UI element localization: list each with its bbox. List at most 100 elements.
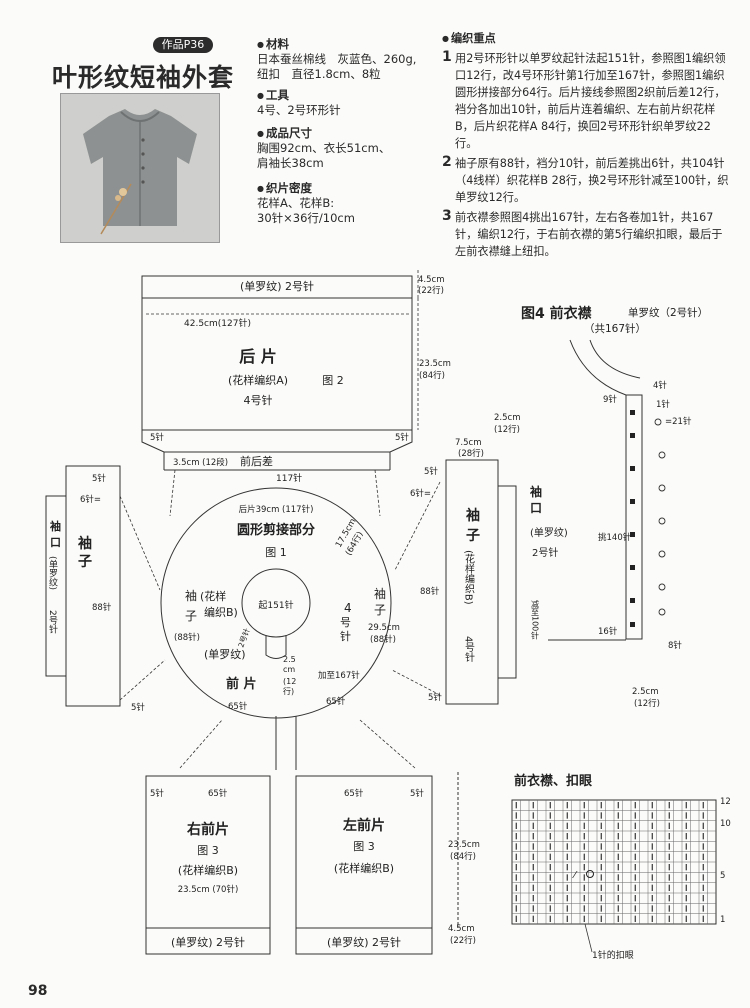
materials-section: 材料 日本蚕丝棉线 灰蓝色、260g, 纽扣 直径1.8cm、8粒 xyxy=(257,37,437,82)
dashed-connector xyxy=(169,469,176,517)
back-width-label: 42.5cm(127针) xyxy=(184,317,251,329)
right-front-fig: 图 3 xyxy=(197,844,219,857)
right-sleeve-w-cm: 7.5cm xyxy=(455,438,481,448)
buttonhole-mark xyxy=(630,433,635,438)
yoke-needle-zhen: 针 xyxy=(340,629,351,643)
cardigan-photo-illustration xyxy=(61,94,219,242)
yoke-sleeve-l2: 子 xyxy=(185,609,197,623)
yoke-r-st: (88针) xyxy=(370,634,396,645)
back-fig: 图 2 xyxy=(322,374,344,387)
yoke-front: 前 片 xyxy=(226,676,257,692)
fig4-st9: 9针 xyxy=(603,394,617,405)
right-sleeve-in-yoke-1: 袖 xyxy=(374,586,386,601)
key-point-item: 2 袖子原有88针，裆分10针，前后差挑出6针，共104针（4线样）织花样B 2… xyxy=(442,154,732,206)
right-cuff-needle: 2号针 xyxy=(532,546,558,559)
buttonhole-note: 1针的扣眼 xyxy=(592,949,634,961)
left-cuff-rib: (单罗纹) xyxy=(47,556,58,590)
key-point-text: 前衣襟参照图4挑出167针，左右各卷加1针，共167针，编织12行，于右前衣襟的… xyxy=(455,211,723,258)
st117-label: 117针 xyxy=(276,472,302,484)
button-icon xyxy=(658,451,666,459)
yoke-needle-4: 4 xyxy=(344,601,352,615)
right-front-st65: 65针 xyxy=(208,788,228,799)
diff-label: 前后差 xyxy=(240,454,273,468)
row-1-label: 1 xyxy=(720,915,725,925)
materials-line: 日本蚕丝棉线 灰蓝色、260g, xyxy=(257,52,417,66)
button-icon xyxy=(658,608,666,616)
left-sleeve-st88: 88针 xyxy=(92,602,112,613)
fig4-neck-curve xyxy=(569,339,627,396)
yoke-needle2: 2号针 xyxy=(235,626,251,648)
right-cuff-l1: 袖 xyxy=(530,484,542,499)
key-point-number: 1 xyxy=(442,49,452,65)
right-sleeve-dec: 减至100针 xyxy=(531,599,540,640)
neck-cm-unit: cm xyxy=(283,665,295,674)
yoke-sleeve-l1: 袖 xyxy=(185,588,197,603)
left-cuff-l1: 袖 xyxy=(50,519,61,533)
gauge-heading: 织片密度 xyxy=(257,181,437,196)
back-body xyxy=(141,297,413,431)
right-sleeve-needle: 4号针 xyxy=(463,636,475,663)
buttonhole-mark xyxy=(630,565,635,570)
left-front-h1-rows: (84行) xyxy=(450,851,476,862)
fig4-st8: 8针 xyxy=(668,640,682,651)
key-point-item: 3 前衣襟参照图4挑出167针，左右各卷加1针，共167针，编织12行，于右前衣… xyxy=(442,208,732,260)
back-h-top-rows: (22行) xyxy=(418,285,444,296)
yoke-start: 起151针 xyxy=(258,599,293,611)
size-heading: 成品尺寸 xyxy=(257,126,437,141)
right-sleeve-name-1: 袖 xyxy=(466,507,480,524)
tools-section: 工具 4号、2号环形针 xyxy=(257,88,437,118)
key-point-number: 2 xyxy=(442,154,452,170)
right-sleeve-in-yoke-2: 子 xyxy=(374,603,386,617)
left-sleeve-st5a: 5针 xyxy=(92,473,106,484)
back-h-top-cm: 4.5cm xyxy=(418,275,444,285)
dashed-connector xyxy=(374,469,381,517)
fig4-rib: 单罗纹（2号针） xyxy=(628,306,708,319)
back-st5-right: 5针 xyxy=(395,432,409,443)
diff-rows: 3.5cm (12段) xyxy=(173,457,228,468)
left-cuff-l2: 口 xyxy=(50,536,61,549)
buttonhole-mark xyxy=(630,598,635,603)
neck-cm: 2.5 xyxy=(283,655,296,664)
left-front-h1-cm: 23.5cm xyxy=(448,840,480,850)
neck-rows-unit: 行) xyxy=(283,686,294,696)
key-point-item: 1 用2号环形针以单罗纹起针法起151针，参照图1编织领口12行，改4号环形针第… xyxy=(442,49,732,152)
right-cuff-rib: (单罗纹) xyxy=(530,526,568,539)
buttonhole-mark xyxy=(630,532,635,537)
buttonhole-mark xyxy=(630,499,635,504)
right-sleeve-pattern: (花样编织B) xyxy=(463,550,475,605)
right-front-pattern: (花样编织B) xyxy=(178,863,238,877)
back-st5-left: 5针 xyxy=(150,432,164,443)
gauge-section: 织片密度 花样A、花样B: 30针×36行/10cm xyxy=(257,181,437,226)
key-point-text: 用2号环形针以单罗纹起针法起151针，参照图1编织领口12行，改4号环形针第1行… xyxy=(455,52,726,150)
back-shaping xyxy=(141,430,413,453)
page-number: 98 xyxy=(28,983,48,999)
key-points-heading: 编织重点 xyxy=(442,30,732,47)
left-front-h2-rows: (22行) xyxy=(450,935,476,946)
right-sleeve-st88: 88针 xyxy=(420,586,440,597)
yoke-inner-circle xyxy=(241,568,311,638)
button-icon xyxy=(658,583,666,591)
buttonhole-mark xyxy=(630,466,635,471)
row-5-label: 5 xyxy=(720,871,725,881)
materials-line: 纽扣 直径1.8cm、8粒 xyxy=(257,67,381,81)
page-title: 叶形纹短袖外套 xyxy=(52,63,235,92)
right-front-name: 右前片 xyxy=(186,821,229,838)
dim-12-rows: (12行) xyxy=(494,424,520,435)
buttonhole-k2tog-icon: ⁄ xyxy=(572,870,578,881)
size-line: 肩袖长38cm xyxy=(257,156,324,170)
fig4-st4: 4针 xyxy=(653,380,667,391)
work-reference-tag: 作品P36 xyxy=(153,37,213,53)
tools-heading: 工具 xyxy=(257,88,437,103)
neck-rows: (12 xyxy=(283,677,296,686)
size-section: 成品尺寸 胸围92cm、衣长51cm、 肩袖长38cm xyxy=(257,126,437,171)
dashed-connector xyxy=(359,719,416,769)
fig4-pick: 挑140针 xyxy=(598,532,632,543)
left-sleeve-name-1: 袖 xyxy=(78,535,92,552)
back-h-mid-rows: (84行) xyxy=(419,370,445,381)
fig4-w-cm: 2.5cm xyxy=(632,687,658,697)
button-icon xyxy=(654,418,662,426)
left-sleeve xyxy=(65,465,121,707)
left-front-name: 左前片 xyxy=(342,817,385,834)
right-sleeve-w-rows: (28行) xyxy=(458,448,484,459)
buttonhole-note-pointer xyxy=(584,923,593,953)
